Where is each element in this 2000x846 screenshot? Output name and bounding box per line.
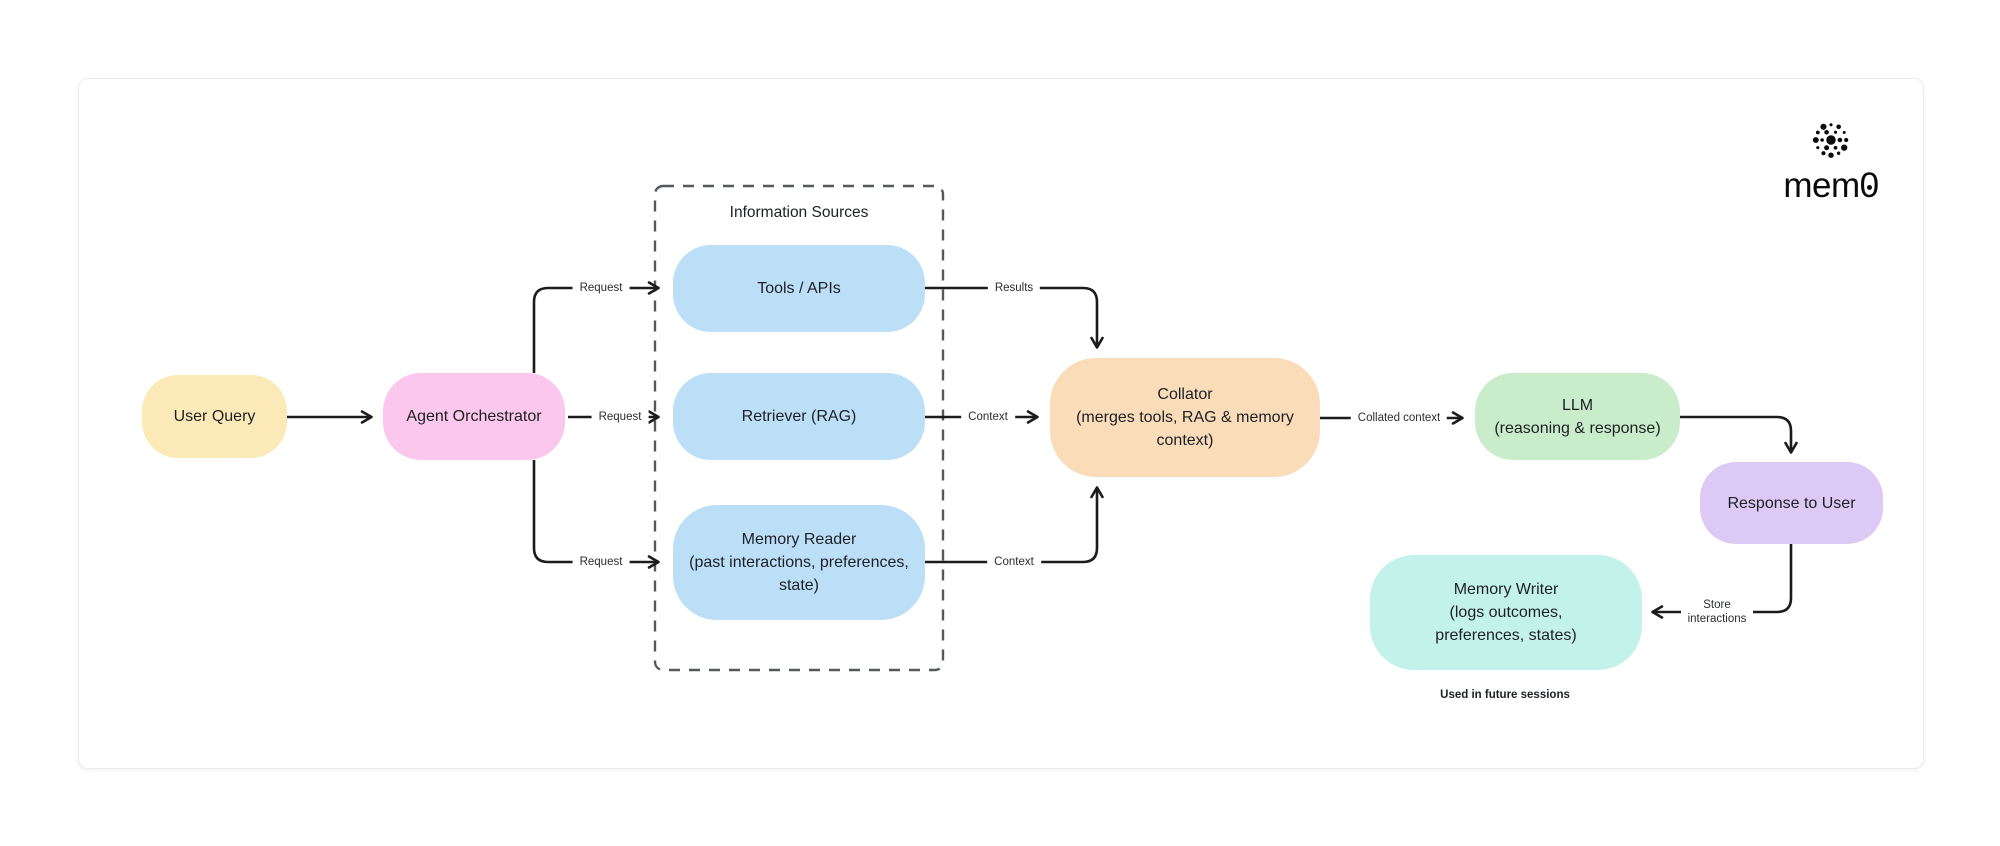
edge-label-store-interactions: Store interactions	[1681, 597, 1753, 627]
node-tools-apis-label: Tools / APIs	[757, 280, 841, 297]
node-memory-reader: Memory Reader (past interactions, prefer…	[673, 505, 925, 620]
edge-memory-reader-to-collator	[925, 486, 1104, 564]
mem0-logo-icon	[1812, 123, 1849, 158]
edge-label-results: Results	[987, 280, 1041, 296]
node-user-query-label: User Query	[173, 408, 256, 425]
edge-label-request-tools: Request	[572, 280, 630, 296]
node-collator-line2: (merges tools, RAG & memory	[1076, 409, 1294, 426]
information-sources-group-border	[653, 184, 945, 672]
node-memory-writer-line3: preferences, states)	[1435, 627, 1577, 644]
edge-orchestrator-to-tools	[532, 281, 660, 373]
mem0-logo: mem 0	[1770, 118, 1892, 206]
node-retriever-rag: Retriever (RAG)	[673, 373, 925, 460]
mem0-logo-text-mem: mem	[1783, 166, 1860, 205]
node-memory-reader-line1: Memory Reader	[741, 531, 857, 548]
node-response-to-user-label: Response to User	[1727, 494, 1856, 512]
edge-response-to-memory-writer	[1651, 544, 1793, 619]
node-memory-reader-line3: state)	[778, 577, 819, 594]
edge-label-request-retriever: Request	[591, 409, 649, 425]
node-memory-reader-line2: (past interactions, preferences,	[689, 554, 909, 571]
edge-label-context-memory: Context	[987, 554, 1041, 570]
edge-label-request-memory: Request	[572, 554, 630, 570]
edge-llm-to-response	[1680, 415, 1798, 454]
node-agent-orchestrator: Agent Orchestrator	[383, 373, 565, 460]
node-memory-writer-line2: (logs outcomes,	[1449, 604, 1563, 621]
mem0-logo-text: mem 0	[1783, 166, 1879, 206]
node-llm-line2: (reasoning & response)	[1494, 419, 1661, 437]
node-user-query: User Query	[142, 375, 287, 458]
edge-tools-to-collator	[925, 286, 1104, 349]
node-memory-writer: Memory Writer (logs outcomes, preference…	[1370, 555, 1642, 670]
future-sessions-note: Used in future sessions	[1440, 689, 1570, 701]
edge-orchestrator-to-memory-reader	[532, 460, 660, 569]
node-collator: Collator (merges tools, RAG & memory con…	[1050, 358, 1320, 477]
node-collator-line1: Collator	[1157, 386, 1213, 403]
edge-label-context-retriever: Context	[961, 409, 1015, 425]
node-retriever-rag-label: Retriever (RAG)	[741, 408, 857, 425]
node-response-to-user: Response to User	[1700, 462, 1883, 544]
edge-label-collated-context: Collated context	[1350, 410, 1448, 426]
node-llm-line1: LLM	[1561, 396, 1594, 414]
node-tools-apis: Tools / APIs	[673, 245, 925, 332]
node-collator-line3: context)	[1156, 432, 1214, 449]
mem0-logo-text-zero: 0	[1859, 166, 1879, 205]
node-agent-orchestrator-label: Agent Orchestrator	[406, 408, 542, 425]
node-llm: LLM (reasoning & response)	[1475, 373, 1680, 460]
information-sources-group-title: Information Sources	[729, 204, 869, 221]
node-memory-writer-line1: Memory Writer	[1453, 581, 1559, 598]
